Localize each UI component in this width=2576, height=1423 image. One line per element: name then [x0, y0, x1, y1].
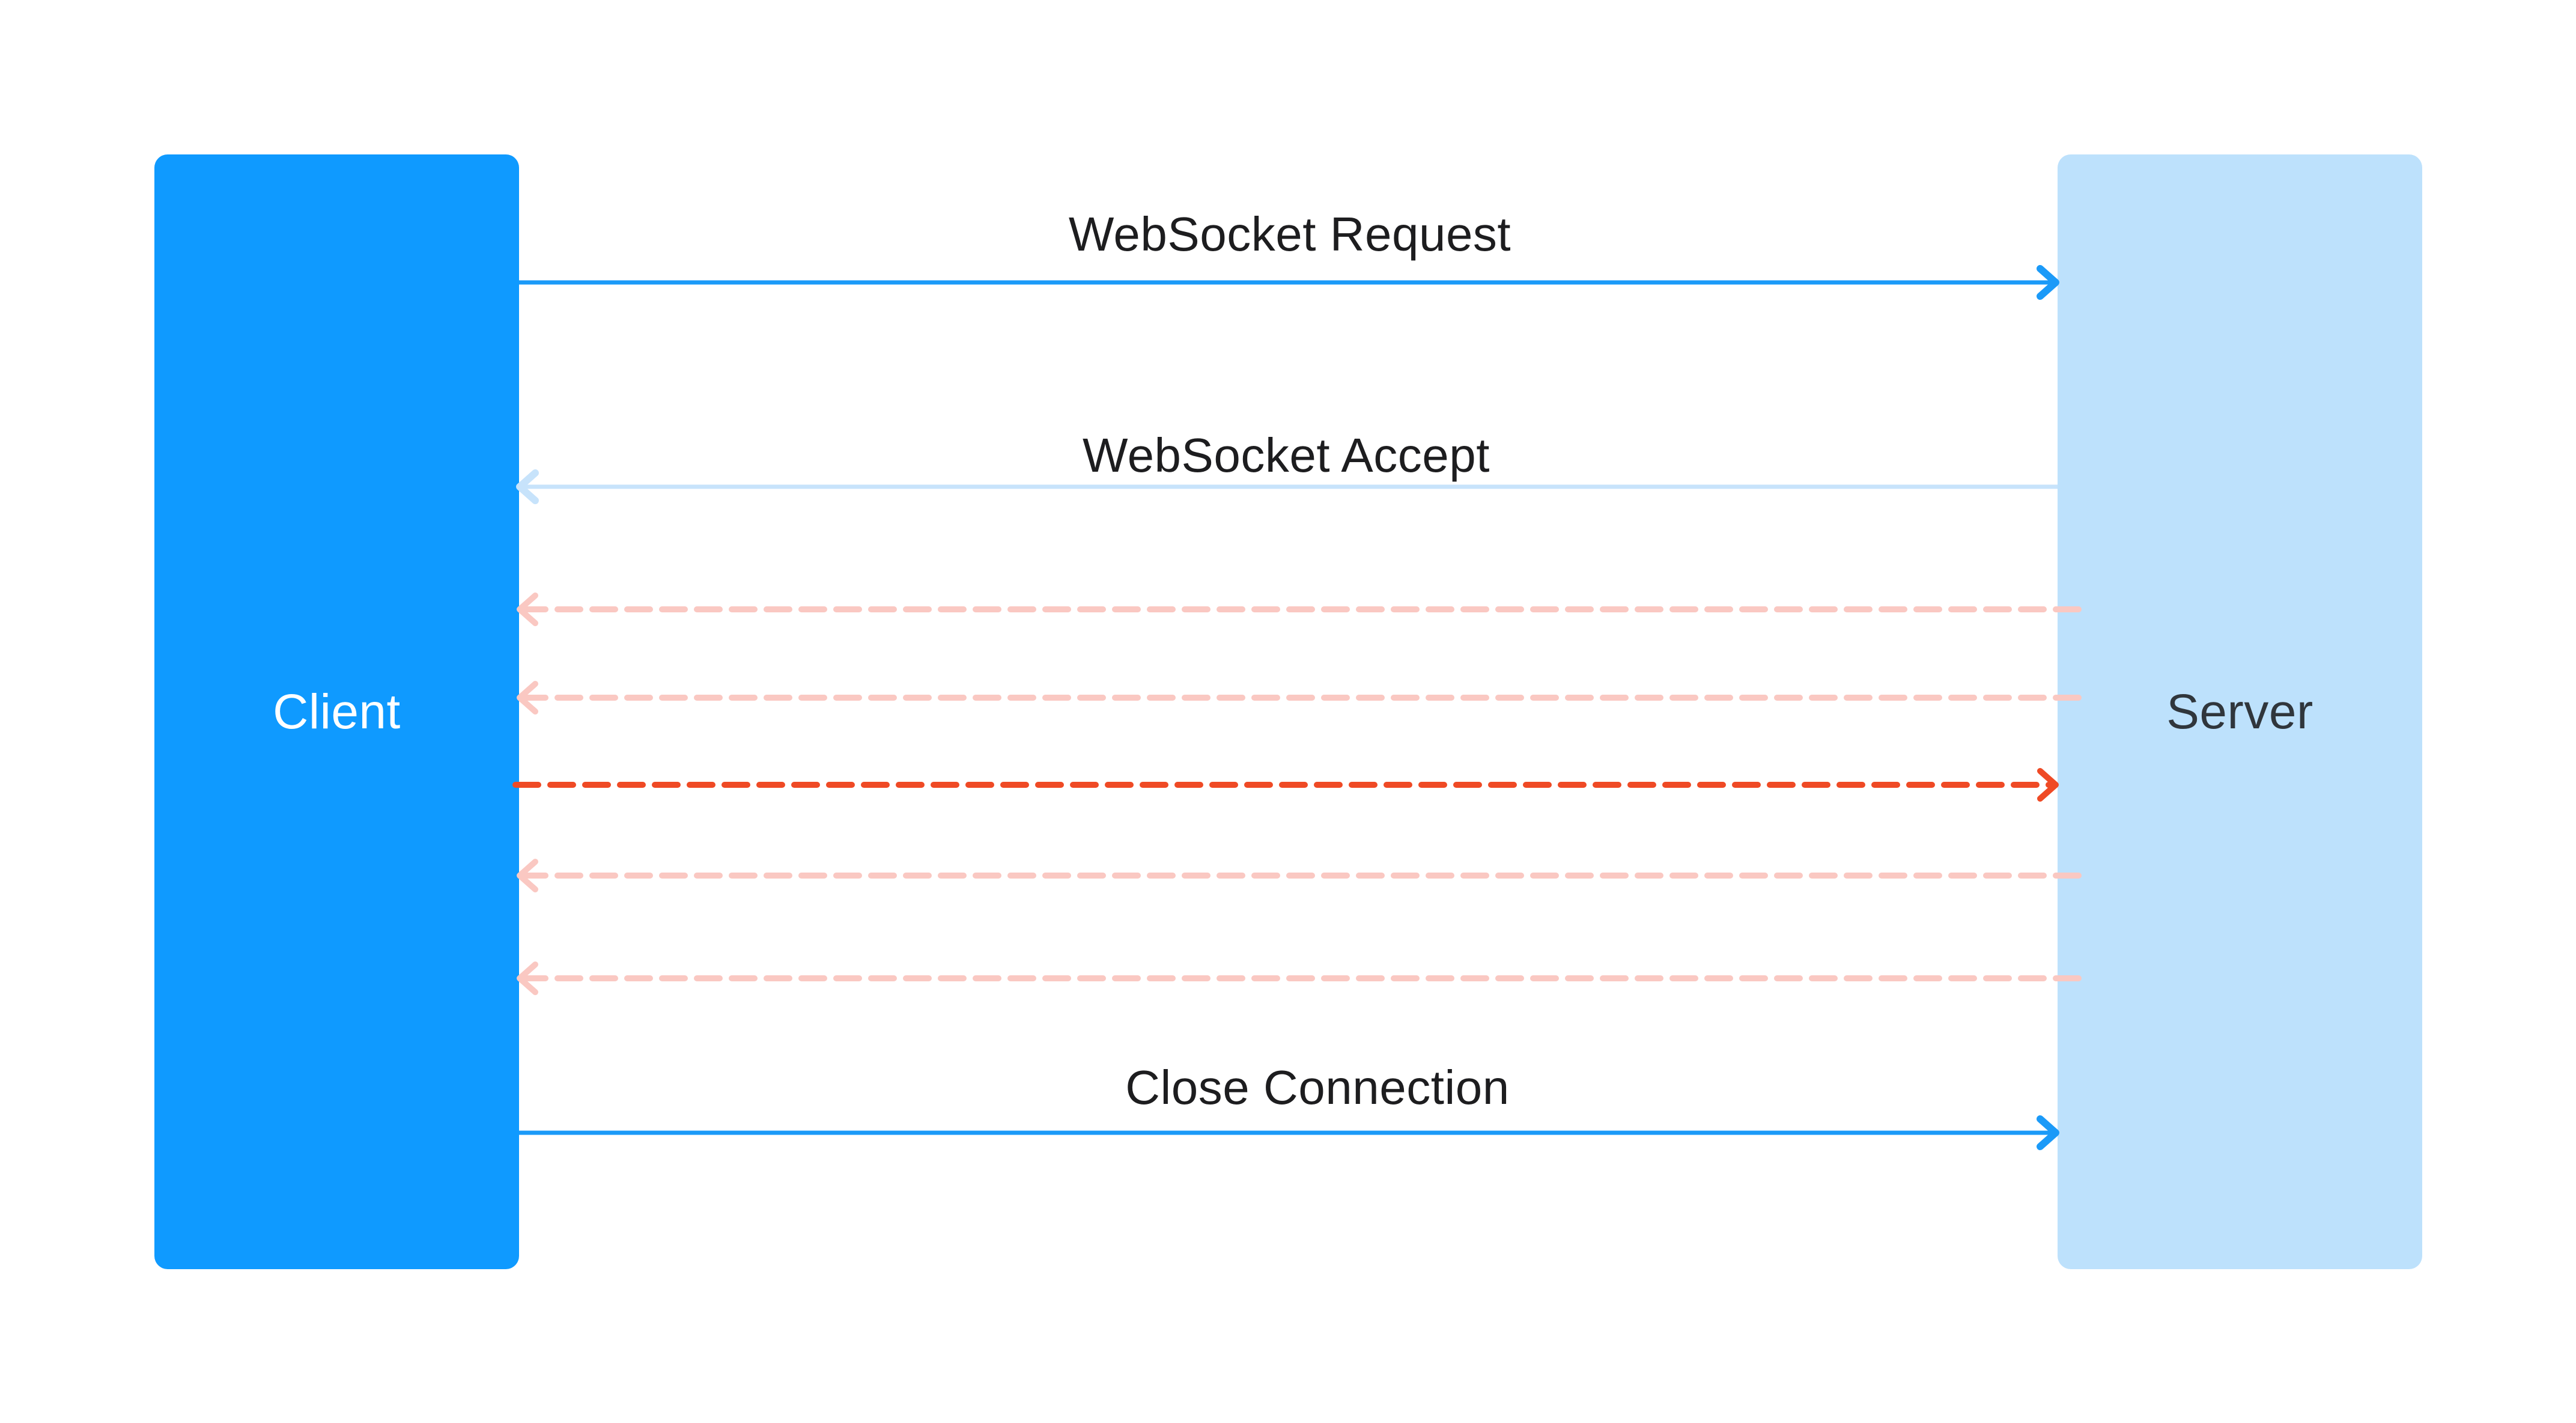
server-label: Server — [2166, 684, 2313, 739]
message-label-websocket-request: WebSocket Request — [1068, 207, 1511, 261]
arrowhead-close-connection — [2037, 1115, 2059, 1150]
arrowhead-data-frame-4 — [2037, 768, 2059, 802]
message-label-close-connection: Close Connection — [1125, 1061, 1510, 1114]
client-box: Client — [154, 154, 519, 1269]
arrowhead-data-frame-3 — [517, 681, 538, 715]
arrowhead-data-frame-5 — [517, 859, 538, 892]
client-label: Client — [273, 684, 401, 739]
arrowhead-websocket-accept — [516, 469, 539, 504]
arrowhead-websocket-request — [2037, 265, 2059, 300]
arrowhead-data-frame-2 — [517, 593, 538, 626]
message-label-websocket-accept: WebSocket Accept — [1083, 428, 1490, 482]
server-box: Server — [2058, 154, 2422, 1269]
arrowhead-data-frame-6 — [517, 961, 538, 995]
